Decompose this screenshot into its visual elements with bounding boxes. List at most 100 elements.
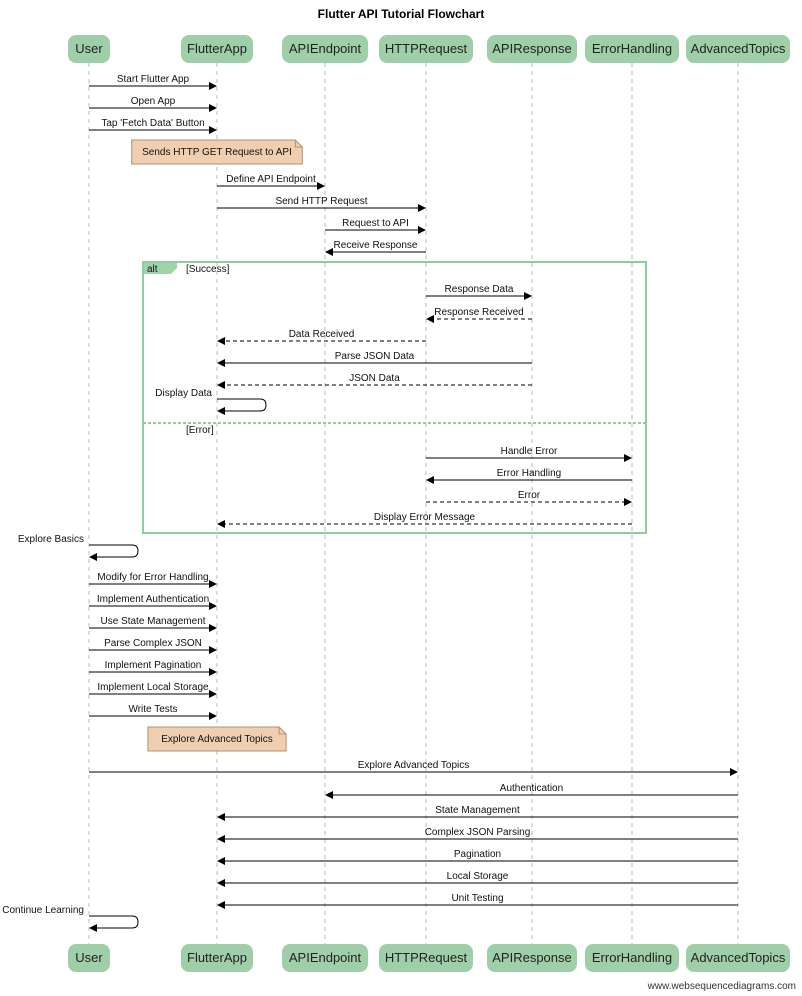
message-label: Parse Complex JSON (104, 638, 202, 649)
actor-label: AdvancedTopics (691, 41, 786, 56)
message-label: Receive Response (334, 240, 418, 251)
message: Implement Pagination (89, 660, 217, 676)
note: Sends HTTP GET Request to API (131, 139, 303, 165)
note-box (131, 139, 303, 165)
message: Display Error Message (217, 512, 632, 528)
actor-box (686, 944, 790, 972)
message: Parse JSON Data (217, 351, 532, 367)
alt-tag: alt (147, 264, 158, 275)
actor-user-bottom: User (68, 944, 110, 972)
actor-error-top: ErrorHandling (585, 35, 679, 63)
message-label: Define API Endpoint (226, 174, 316, 185)
message-label: Send HTTP Request (275, 196, 367, 207)
message-label: Start Flutter App (117, 74, 190, 85)
self-message: Continue Learning (2, 905, 139, 932)
note-fold (278, 727, 287, 735)
message-label: Modify for Error Handling (97, 572, 208, 583)
message: Use State Management (89, 616, 217, 632)
alt-tab (143, 262, 177, 274)
alt-header: alt [Success] (143, 262, 230, 275)
actors-top: User FlutterApp APIEndpoint HTTPRequest APIR… (68, 35, 790, 63)
message: Start Flutter App (89, 74, 217, 90)
actor-label: ErrorHandling (592, 41, 672, 56)
actor-endpoint-top: APIEndpoint (282, 35, 368, 63)
actor-box (585, 944, 679, 972)
alt-condition-success: [Success] (186, 264, 230, 275)
message: Complex JSON Parsing (217, 827, 738, 843)
self-message-label: Continue Learning (2, 905, 84, 916)
note-fold (294, 140, 303, 148)
actor-http-bottom: HTTPRequest (379, 944, 473, 972)
message: State Management (217, 805, 738, 821)
alt-frame-border (142, 261, 647, 534)
message: Modify for Error Handling (89, 572, 217, 588)
message: Explore Advanced Topics (89, 760, 738, 776)
message-label: Implement Local Storage (97, 682, 209, 693)
actor-box (68, 944, 110, 972)
actor-box (379, 944, 473, 972)
actor-label: User (75, 950, 103, 965)
message: Unit Testing (217, 893, 738, 909)
self-message-label: Display Data (155, 388, 212, 399)
message: Send HTTP Request (217, 196, 426, 212)
actor-label: ErrorHandling (592, 950, 672, 965)
message-label: Error Handling (497, 468, 561, 479)
message-label: Data Received (289, 329, 355, 340)
message: Response Received (426, 307, 532, 323)
diagram-title: Flutter API Tutorial Flowchart (318, 7, 485, 21)
actor-response-top: APIResponse (487, 35, 577, 63)
actor-label: APIResponse (492, 950, 572, 965)
message: Data Received (217, 329, 426, 345)
actor-endpoint-bottom: APIEndpoint (282, 944, 368, 972)
actor-app-bottom: FlutterApp (181, 944, 253, 972)
message-label: Authentication (500, 783, 563, 794)
actor-label: APIResponse (492, 41, 572, 56)
lifelines (88, 63, 739, 944)
message-label: Response Data (445, 284, 514, 295)
actor-label: FlutterApp (187, 41, 247, 56)
message: Implement Authentication (89, 594, 217, 610)
actor-label: HTTPRequest (385, 950, 468, 965)
message-label: Implement Authentication (97, 594, 209, 605)
actor-box (181, 944, 253, 972)
message-label: Response Received (434, 307, 524, 318)
message: JSON Data (217, 373, 532, 389)
actors-bottom: User FlutterApp APIEndpoint HTTPRequest APIR… (68, 944, 790, 972)
actor-response-bottom: APIResponse (487, 944, 577, 972)
actor-box (282, 35, 368, 63)
message-label: JSON Data (349, 373, 400, 384)
message-label: Write Tests (128, 704, 177, 715)
message: Parse Complex JSON (89, 638, 217, 654)
actor-box (487, 35, 577, 63)
message: Request to API (325, 218, 426, 234)
message: Authentication (325, 783, 738, 799)
message: Handle Error (426, 446, 632, 462)
actor-advanced-top: AdvancedTopics (686, 35, 790, 63)
message-label: Pagination (454, 849, 501, 860)
alt-frames: alt[Success][Error] (142, 261, 647, 534)
self-message: Explore Basics (18, 534, 139, 561)
message: Local Storage (217, 871, 738, 887)
actor-user-top: User (68, 35, 110, 63)
message-label: State Management (435, 805, 520, 816)
message-label: Implement Pagination (105, 660, 202, 671)
actor-advanced-bottom: AdvancedTopics (686, 944, 790, 972)
self-message-arrow (89, 915, 139, 932)
message-label: Complex JSON Parsing (425, 827, 531, 838)
actor-app-top: FlutterApp (181, 35, 253, 63)
message-label: Error (518, 490, 541, 501)
message: Define API Endpoint (217, 174, 325, 190)
message: Error Handling (426, 468, 632, 484)
actor-label: HTTPRequest (385, 41, 468, 56)
message-label: Handle Error (501, 446, 558, 457)
message: Receive Response (325, 240, 426, 256)
self-message-label: Explore Basics (18, 534, 84, 545)
actor-box (585, 35, 679, 63)
message-label: Local Storage (447, 871, 509, 882)
note: Explore Advanced Topics (147, 726, 287, 752)
note-label: Sends HTTP GET Request to API (142, 147, 292, 158)
message-label: Request to API (342, 218, 409, 229)
message: Pagination (217, 849, 738, 865)
